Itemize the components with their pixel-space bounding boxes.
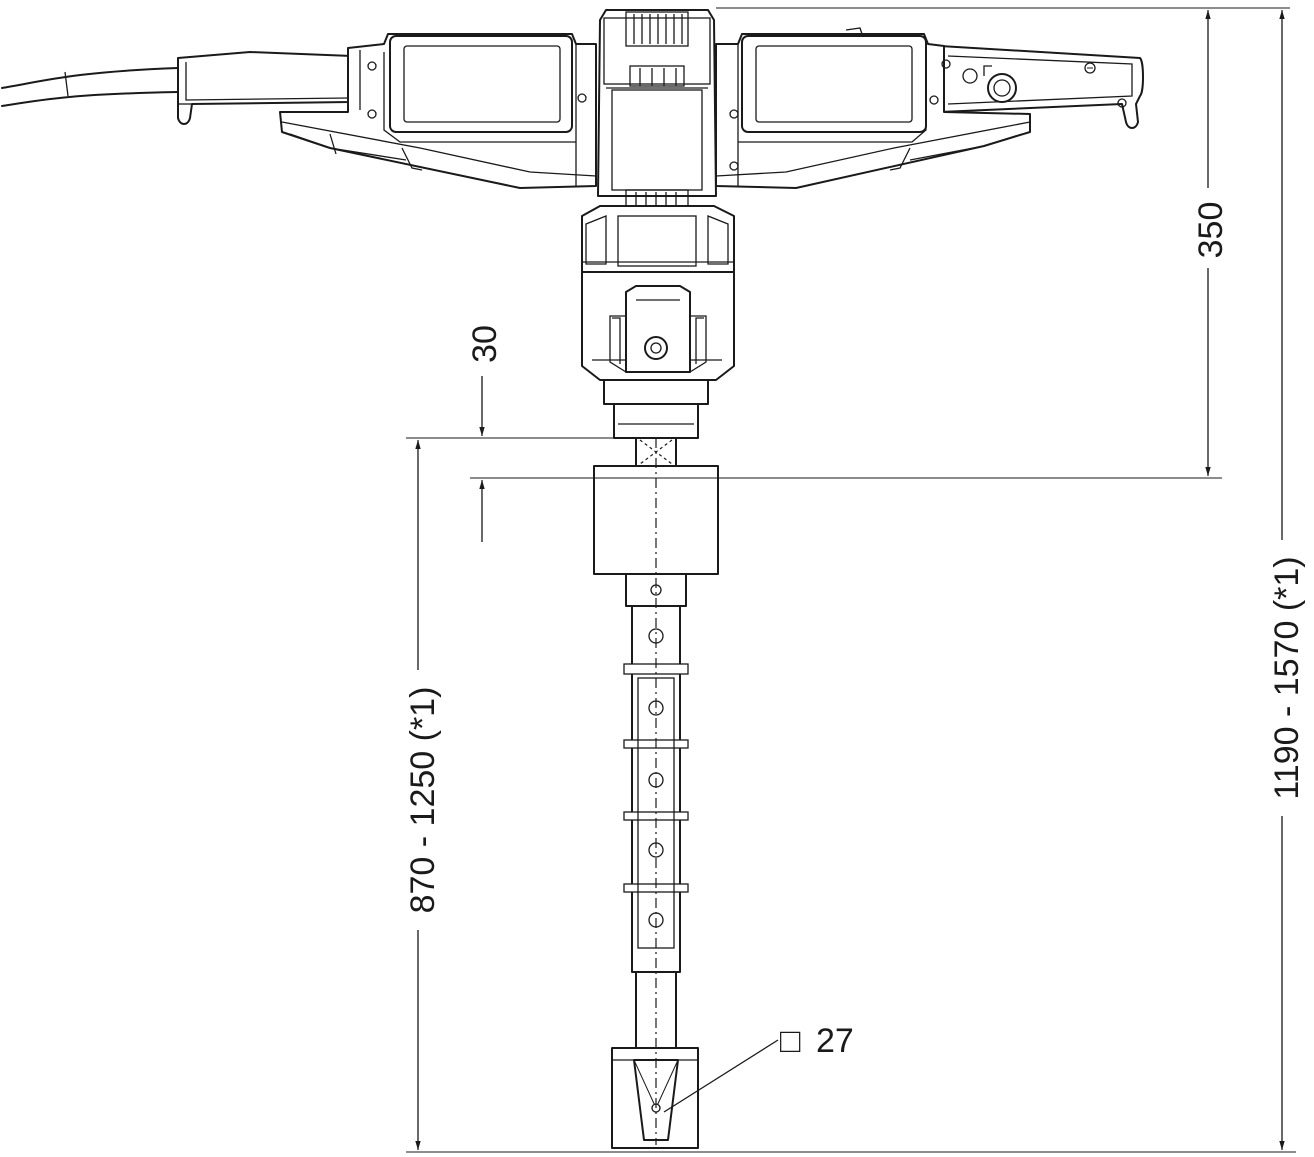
dimension-30-label: 30 bbox=[466, 325, 504, 363]
dimension-30: 30 bbox=[466, 325, 504, 542]
dimension-overall-length: 1190 - 1570 (*1) bbox=[1268, 10, 1306, 1150]
vent-slots-top bbox=[625, 11, 689, 87]
dimension-working-length-label: 870 - 1250 (*1) bbox=[404, 687, 442, 914]
socket-size-label: 27 bbox=[816, 1022, 854, 1060]
power-cable bbox=[1, 67, 179, 107]
dimension-350-label: 350 bbox=[1192, 202, 1230, 259]
motor-housing bbox=[597, 9, 717, 215]
socket-square-symbol: □ bbox=[780, 1022, 801, 1060]
right-handle bbox=[929, 45, 1144, 129]
extension-lines bbox=[406, 7, 1296, 1153]
right-housing bbox=[715, 27, 1031, 189]
left-housing bbox=[279, 33, 597, 189]
gear-head bbox=[581, 205, 735, 381]
dimension-overall-length-label: 1190 - 1570 (*1) bbox=[1268, 556, 1306, 799]
socket-callout: □ 27 bbox=[663, 1022, 854, 1113]
dimension-350: 350 bbox=[1192, 10, 1230, 476]
dimension-working-length: 870 - 1250 (*1) bbox=[404, 440, 442, 1150]
